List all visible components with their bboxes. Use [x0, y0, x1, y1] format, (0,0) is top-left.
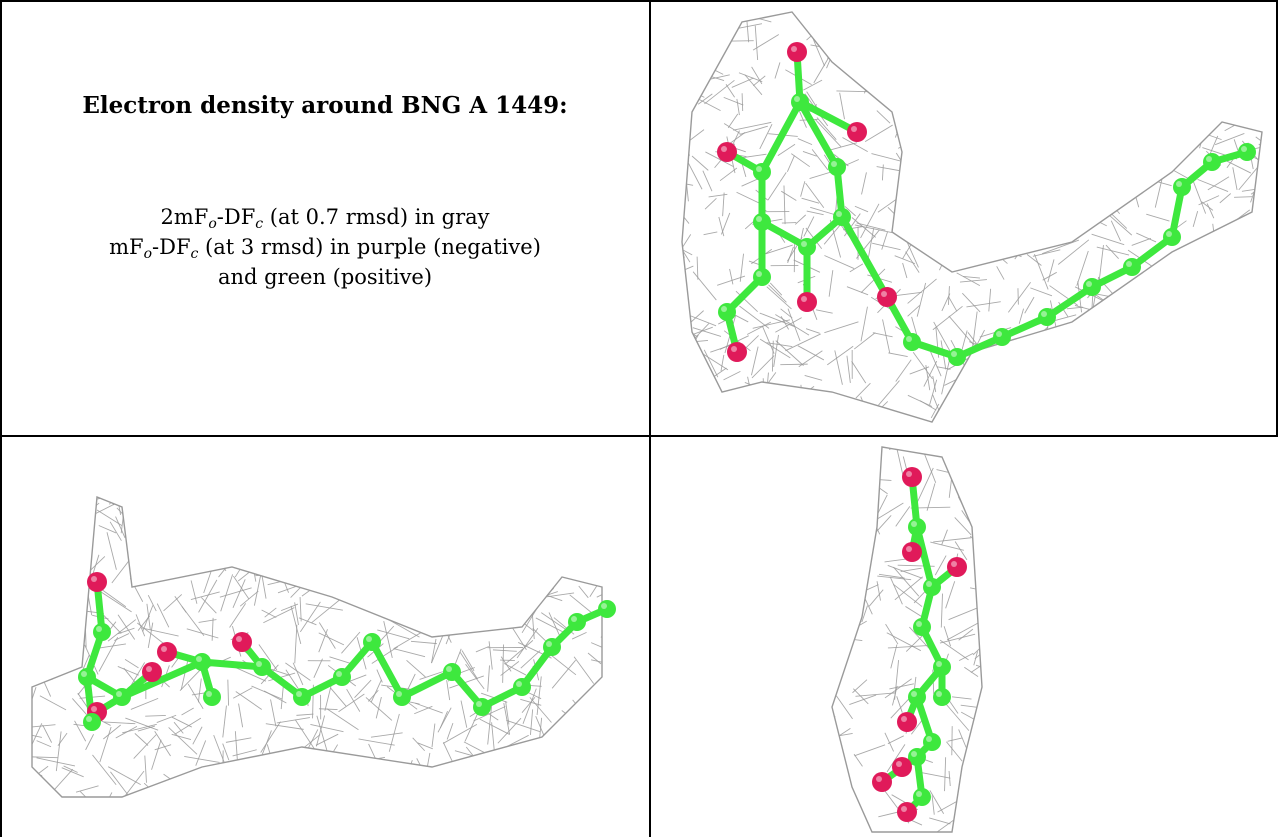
- carbon-atom: [253, 658, 271, 676]
- figure-description: 2mFo-DFc (at 0.7 rmsd) in gray mFo-DFc (…: [0, 202, 650, 292]
- carbon-atom: [1083, 278, 1101, 296]
- density-outline: [681, 11, 1263, 423]
- density-mesh: [832, 447, 982, 832]
- carbon-atom: [753, 268, 771, 286]
- oxygen-atom: [847, 122, 867, 142]
- oxygen-atom: [797, 292, 817, 312]
- carbon-atom: [78, 668, 96, 686]
- carbon-atom: [1203, 153, 1221, 171]
- oxygen-atom: [787, 42, 807, 62]
- carbon-atom: [1163, 228, 1181, 246]
- density-outline: [831, 446, 983, 833]
- carbon-atom: [203, 688, 221, 706]
- carbon-atom: [1238, 143, 1256, 161]
- oxygen-atom: [727, 342, 747, 362]
- oxygen-atom: [872, 772, 892, 792]
- molecule-model: [717, 42, 1256, 366]
- top-right-view: [652, 2, 1276, 435]
- carbon-atom: [333, 668, 351, 686]
- grid-middle-vertical: [649, 0, 651, 837]
- carbon-atom: [598, 600, 616, 618]
- bond: [398, 668, 456, 701]
- carbon-atom: [293, 688, 311, 706]
- oxygen-atom: [717, 142, 737, 162]
- bond: [796, 98, 861, 136]
- carbon-atom: [543, 638, 561, 656]
- carbon-atom: [1038, 308, 1056, 326]
- carbon-atom: [93, 623, 111, 641]
- description-line-2: mFo-DFc (at 3 rmsd) in purple (negative): [109, 235, 541, 262]
- carbon-atom: [913, 788, 931, 806]
- carbon-atom: [933, 688, 951, 706]
- grid-left-border: [0, 0, 2, 837]
- carbon-atom: [113, 688, 131, 706]
- carbon-atom: [718, 303, 736, 321]
- oxygen-atom: [142, 662, 162, 682]
- oxygen-atom: [892, 757, 912, 777]
- carbon-atom: [993, 328, 1011, 346]
- carbon-atom: [568, 613, 586, 631]
- molecule-density-view-side: [31, 496, 616, 798]
- bond: [118, 658, 206, 701]
- carbon-atom: [753, 163, 771, 181]
- carbon-atom: [393, 688, 411, 706]
- density-outline: [31, 496, 603, 798]
- carbon-atom: [933, 658, 951, 676]
- grid-right-border: [1276, 0, 1278, 435]
- oxygen-atom: [232, 632, 252, 652]
- molecule-model: [78, 572, 616, 731]
- oxygen-atom: [947, 557, 967, 577]
- density-mesh: [682, 12, 1262, 422]
- carbon-atom: [83, 713, 101, 731]
- carbon-atom: [923, 733, 941, 751]
- grid-middle-horizontal: [0, 435, 1278, 437]
- oxygen-atom: [877, 287, 897, 307]
- description-line-1: 2mFo-DFc (at 0.7 rmsd) in gray: [160, 205, 490, 232]
- carbon-atom: [791, 93, 809, 111]
- oxygen-atom: [87, 572, 107, 592]
- oxygen-atom: [157, 642, 177, 662]
- bond: [796, 98, 841, 171]
- carbon-atom: [473, 698, 491, 716]
- carbon-atom: [913, 618, 931, 636]
- figure-title: Electron density around BNG A 1449:: [82, 92, 568, 119]
- carbon-atom: [828, 158, 846, 176]
- molecule-density-view-top: [681, 11, 1263, 423]
- carbon-atom: [908, 518, 926, 536]
- carbon-atom: [833, 208, 851, 226]
- carbon-atom: [908, 748, 926, 766]
- carbon-atom: [363, 633, 381, 651]
- carbon-atom: [1123, 258, 1141, 276]
- carbon-atom: [513, 678, 531, 696]
- grid-top-border: [0, 0, 1278, 2]
- oxygen-atom: [902, 467, 922, 487]
- bond: [838, 213, 891, 301]
- bond: [913, 523, 936, 591]
- bond: [758, 98, 804, 176]
- bottom-right-view: [652, 437, 1276, 837]
- bond: [198, 658, 266, 671]
- molecule-density-view-end: [831, 446, 983, 833]
- carbon-atom: [443, 663, 461, 681]
- carbon-atom: [908, 688, 926, 706]
- bond: [1043, 283, 1096, 321]
- bottom-left-view: [2, 437, 650, 837]
- carbon-atom: [1173, 178, 1191, 196]
- description-line-3: and green (positive): [217, 265, 433, 289]
- oxygen-atom: [897, 802, 917, 822]
- oxygen-atom: [897, 712, 917, 732]
- caption-cell: Electron density around BNG A 1449: 2mFo…: [0, 0, 650, 435]
- carbon-atom: [798, 238, 816, 256]
- carbon-atom: [923, 578, 941, 596]
- bond: [368, 638, 406, 701]
- molecule-model: [872, 467, 967, 822]
- carbon-atom: [753, 213, 771, 231]
- oxygen-atom: [902, 542, 922, 562]
- carbon-atom: [948, 348, 966, 366]
- carbon-atom: [903, 333, 921, 351]
- carbon-atom: [193, 653, 211, 671]
